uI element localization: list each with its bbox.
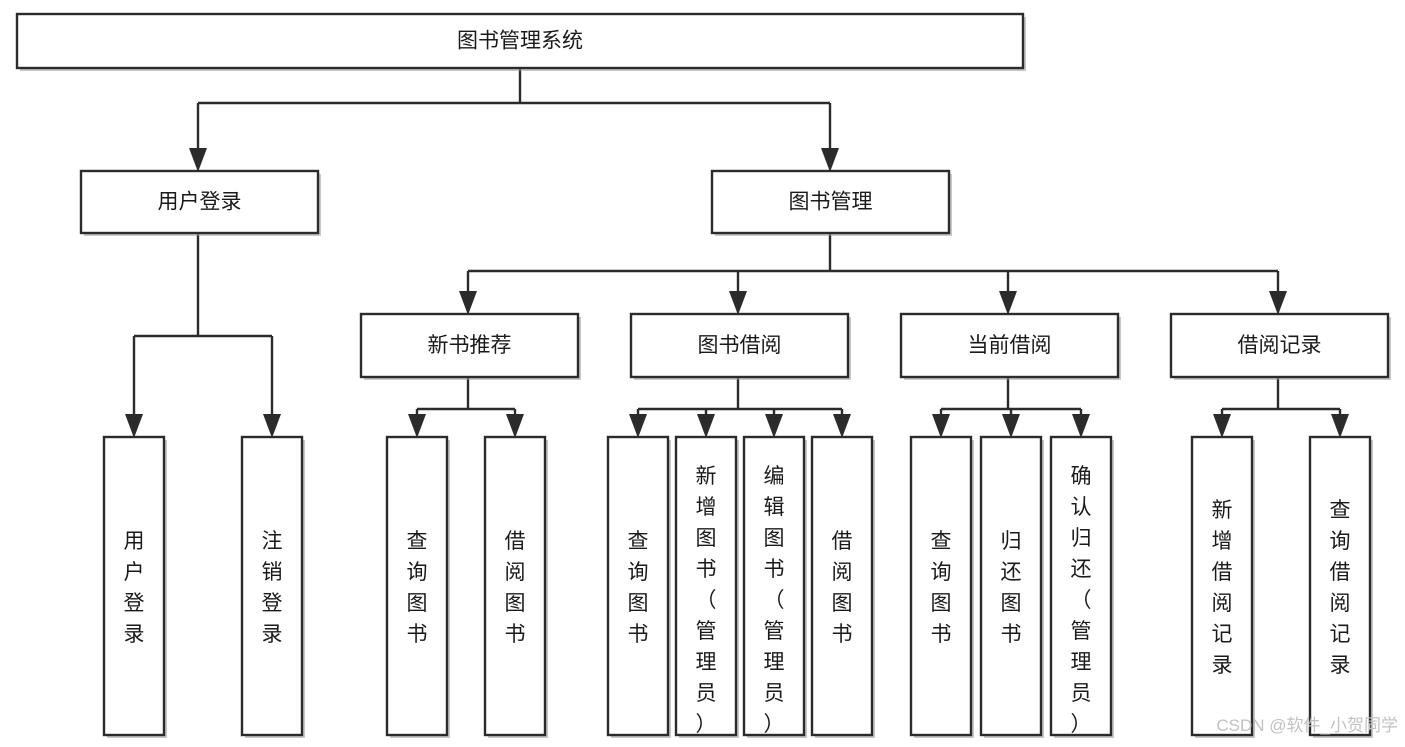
arrowhead-leaf-query-record bbox=[1331, 414, 1349, 438]
node-box[interactable] bbox=[810, 435, 874, 737]
node-label: 借阅图书 bbox=[832, 530, 853, 646]
node-label: 归还图书 bbox=[1001, 530, 1022, 646]
arrowhead-leaf-add-book bbox=[697, 414, 715, 438]
node-box[interactable] bbox=[674, 435, 738, 737]
node-box[interactable] bbox=[483, 435, 547, 737]
node-box[interactable] bbox=[79, 169, 320, 235]
node-new-book-rec[interactable]: 新书推荐 bbox=[359, 312, 581, 380]
node-leaf-edit-book[interactable]: 编辑图书（管理员） bbox=[742, 435, 807, 738]
node-box[interactable] bbox=[1190, 435, 1254, 737]
node-leaf-logout[interactable]: 注销登录 bbox=[240, 435, 305, 738]
node-label: 查询图书 bbox=[931, 530, 952, 646]
arrowhead-leaf-confirm-return bbox=[1072, 414, 1090, 438]
arrowhead-leaf-return-book bbox=[1002, 414, 1020, 438]
node-box[interactable] bbox=[909, 435, 973, 737]
node-box[interactable] bbox=[710, 169, 951, 235]
node-box[interactable] bbox=[359, 312, 580, 379]
node-borrow-record[interactable]: 借阅记录 bbox=[1169, 312, 1391, 380]
node-box[interactable] bbox=[629, 312, 850, 379]
node-label: 查询图书 bbox=[407, 530, 428, 646]
arrowhead-leaf-query-book-2 bbox=[629, 414, 647, 438]
node-box[interactable] bbox=[606, 435, 670, 737]
node-box[interactable] bbox=[385, 435, 449, 737]
arrowhead-leaf-logout bbox=[263, 414, 281, 438]
arrowhead-book-manage bbox=[821, 148, 839, 172]
node-label: 借阅记录 bbox=[1238, 334, 1322, 357]
node-box[interactable] bbox=[240, 435, 304, 737]
node-leaf-query-book-2[interactable]: 查询图书 bbox=[606, 435, 671, 738]
node-box[interactable] bbox=[1049, 435, 1113, 737]
node-label: 借阅图书 bbox=[505, 530, 526, 646]
node-root[interactable]: 图书管理系统 bbox=[15, 12, 1026, 71]
arrowhead-book-borrow bbox=[729, 291, 747, 315]
node-leaf-user-login[interactable]: 用户登录 bbox=[102, 435, 167, 738]
arrowhead-leaf-edit-book bbox=[765, 414, 783, 438]
arrowhead-leaf-query-book-1 bbox=[408, 414, 426, 438]
arrowhead-new-book-rec bbox=[459, 291, 477, 315]
node-leaf-borrow-book-2[interactable]: 借阅图书 bbox=[810, 435, 875, 738]
arrowhead-leaf-add-record bbox=[1213, 414, 1231, 438]
node-label: 新书推荐 bbox=[428, 334, 512, 357]
node-leaf-query-book-3[interactable]: 查询图书 bbox=[909, 435, 974, 738]
arrowhead-borrow-record bbox=[1269, 291, 1287, 315]
node-layer: 图书管理系统用户登录图书管理新书推荐图书借阅当前借阅借阅记录用户登录注销登录查询… bbox=[15, 12, 1391, 738]
node-label: 新增借阅记录 bbox=[1212, 499, 1233, 677]
node-label: 查询图书 bbox=[628, 530, 649, 646]
node-leaf-add-book[interactable]: 新增图书（管理员） bbox=[674, 435, 739, 738]
node-leaf-borrow-book-1[interactable]: 借阅图书 bbox=[483, 435, 548, 738]
node-box[interactable] bbox=[102, 435, 166, 737]
node-label: 用户登录 bbox=[158, 191, 242, 214]
node-label: 确认归还（管理员） bbox=[1071, 465, 1092, 736]
arrowhead-current-borrow bbox=[999, 291, 1017, 315]
node-box[interactable] bbox=[1169, 312, 1390, 379]
node-box[interactable] bbox=[15, 12, 1025, 70]
node-book-borrow[interactable]: 图书借阅 bbox=[629, 312, 851, 380]
node-box[interactable] bbox=[742, 435, 806, 737]
node-current-borrow[interactable]: 当前借阅 bbox=[899, 312, 1121, 380]
node-leaf-query-book-1[interactable]: 查询图书 bbox=[385, 435, 450, 738]
node-leaf-query-record[interactable]: 查询借阅记录 bbox=[1308, 435, 1373, 738]
node-leaf-add-record[interactable]: 新增借阅记录 bbox=[1190, 435, 1255, 738]
arrowhead-leaf-query-book-3 bbox=[932, 414, 950, 438]
node-label: 图书借阅 bbox=[698, 334, 782, 357]
node-box[interactable] bbox=[979, 435, 1043, 737]
arrowhead-leaf-borrow-book-1 bbox=[506, 414, 524, 438]
node-label: 用户登录 bbox=[124, 530, 145, 646]
node-book-manage[interactable]: 图书管理 bbox=[710, 169, 952, 236]
arrowhead-leaf-user-login bbox=[125, 414, 143, 438]
node-leaf-return-book[interactable]: 归还图书 bbox=[979, 435, 1044, 738]
node-label: 编辑图书（管理员） bbox=[764, 465, 785, 736]
node-label: 当前借阅 bbox=[968, 334, 1052, 357]
node-box[interactable] bbox=[1308, 435, 1372, 737]
node-box[interactable] bbox=[899, 312, 1120, 379]
node-user-login[interactable]: 用户登录 bbox=[79, 169, 321, 236]
node-label: 查询借阅记录 bbox=[1330, 499, 1351, 677]
csdn-watermark: CSDN @软件_小贺同学 bbox=[1216, 716, 1398, 735]
node-label: 注销登录 bbox=[262, 530, 283, 646]
node-label: 图书管理系统 bbox=[457, 30, 583, 53]
node-label: 新增图书（管理员） bbox=[696, 465, 717, 736]
arrowhead-user-login bbox=[189, 148, 207, 172]
arrowhead-leaf-borrow-book-2 bbox=[833, 414, 851, 438]
node-leaf-confirm-return[interactable]: 确认归还（管理员） bbox=[1049, 435, 1114, 738]
connector-layer bbox=[125, 68, 1349, 438]
node-label: 图书管理 bbox=[789, 191, 873, 214]
